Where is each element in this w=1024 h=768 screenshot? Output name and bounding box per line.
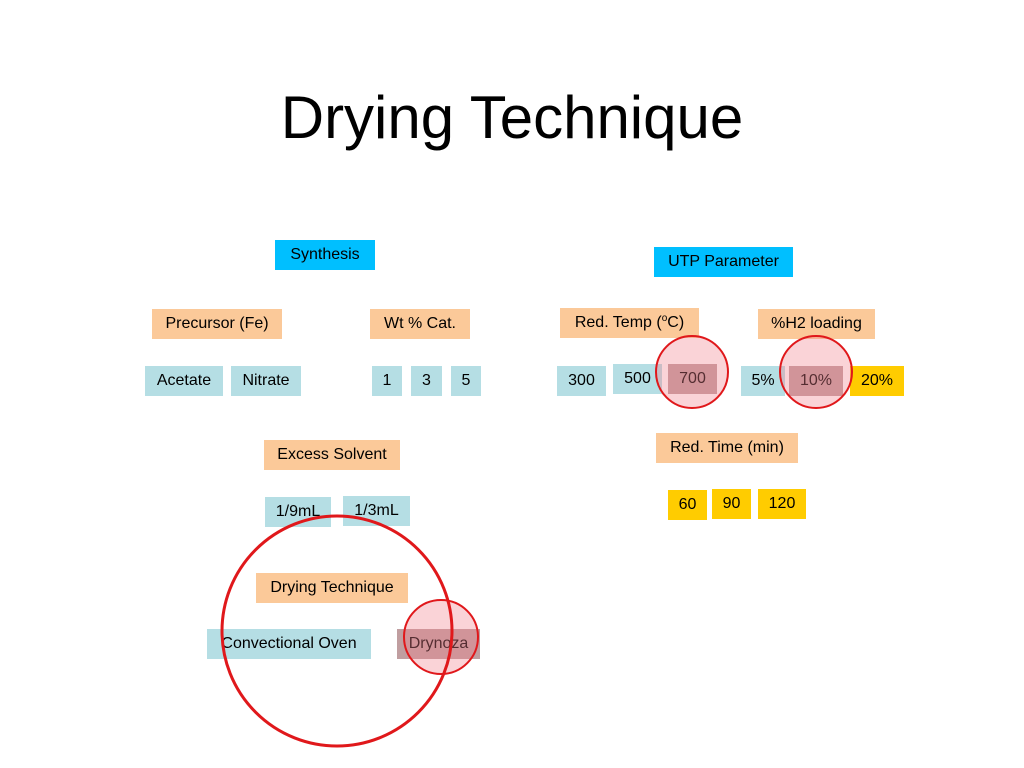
temp-option-700: 700 [668,364,717,394]
h2-loading-category: %H2 loading [758,309,875,339]
temp-option-300: 300 [557,366,606,396]
red-temp-category: Red. Temp (oC) [560,308,699,338]
time-option-60: 60 [668,490,707,520]
red-temp-label-prefix: Red. Temp ( [574,314,662,331]
h2-option-10: 10% [789,366,843,396]
slide-title: Drying Technique [280,84,744,151]
drying-option-convectional-oven: Convectional Oven [207,629,371,659]
drying-option-drynoza: Drynoza [397,629,480,659]
h2-option-20: 20% [850,366,904,396]
utp-parameter-box: UTP Parameter [654,247,793,277]
h2-option-5: 5% [741,366,785,396]
time-option-120: 120 [758,489,806,519]
time-option-90: 90 [712,489,751,519]
precursor-option-acetate: Acetate [145,366,223,396]
wt-cat-category: Wt % Cat. [370,309,470,339]
wt-cat-option-1: 1 [372,366,402,396]
wt-cat-option-5: 5 [451,366,481,396]
solvent-option-1-9ml: 1/9mL [265,497,331,527]
temp-option-500: 500 [613,364,662,394]
red-time-category: Red. Time (min) [656,433,798,463]
red-temp-label-sup: o [661,313,668,324]
solvent-option-1-3ml: 1/3mL [343,496,410,526]
drying-technique-category: Drying Technique [256,573,408,603]
excess-solvent-category: Excess Solvent [264,440,400,470]
precursor-option-nitrate: Nitrate [231,366,301,396]
synthesis-box: Synthesis [275,240,375,270]
precursor-category: Precursor (Fe) [152,309,282,339]
red-temp-label-suffix: C) [667,314,685,331]
wt-cat-option-3: 3 [411,366,442,396]
